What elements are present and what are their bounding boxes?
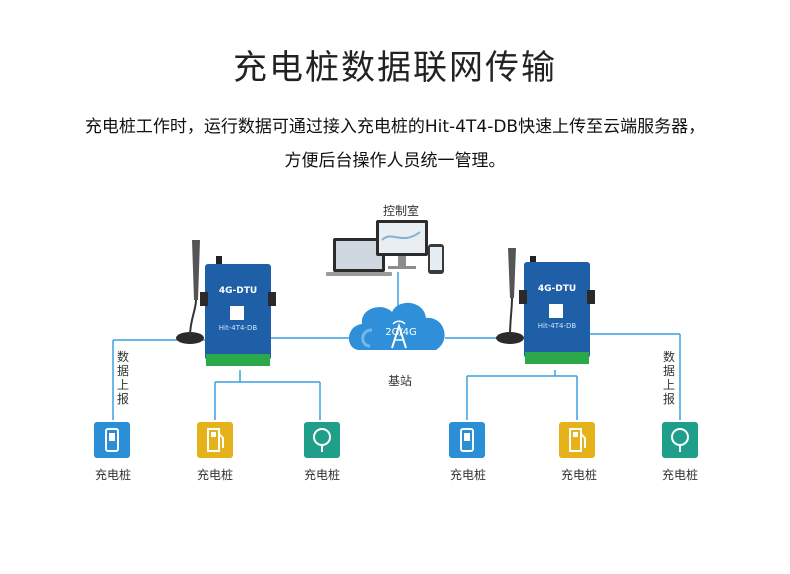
base-station-label: 基站	[387, 374, 412, 388]
pile-label-6: 充电桩	[661, 468, 698, 482]
dtu-device-left	[176, 240, 276, 366]
right-device-name: 4G-DTU	[537, 284, 577, 294]
right-device-model: Hit-4T4-DB	[537, 322, 577, 330]
pile-label-1: 充电桩	[94, 468, 131, 482]
bulb-pile-icon	[662, 422, 698, 458]
bulb-pile-icon	[304, 422, 340, 458]
report-char: 上	[662, 378, 675, 392]
phone-icon	[428, 244, 444, 274]
phone-pile-icon	[94, 422, 130, 458]
signal-tower-icon	[391, 320, 407, 349]
report-char: 据	[662, 364, 675, 378]
report-char: 数	[116, 350, 129, 364]
left-device-name: 4G-DTU	[218, 286, 258, 296]
report-char: 数	[662, 350, 675, 364]
laptop-icon	[326, 238, 392, 276]
fuel-pile-icon	[197, 422, 233, 458]
pile-label-5: 充电桩	[560, 468, 597, 482]
description-line-1: 充电桩工作时，运行数据可通过接入充电桩的Hit-4T4-DB快速上传至云端服务器…	[84, 117, 706, 137]
report-char: 据	[116, 364, 129, 378]
left-device-model: Hit-4T4-DB	[218, 324, 258, 332]
dtu-device-right	[496, 248, 595, 364]
pile-label-3: 充电桩	[303, 468, 340, 482]
cloud-icon	[348, 302, 445, 350]
description-line-2: 方便后台操作人员统一管理。	[284, 151, 506, 171]
report-char: 上	[116, 378, 129, 392]
report-label-right: 数 据 上 报	[662, 350, 676, 406]
fuel-pile-icon	[559, 422, 595, 458]
network-type-label: 2G/4G	[385, 327, 417, 338]
connection-lines	[112, 272, 681, 420]
charging-piles	[94, 422, 698, 458]
report-char: 报	[116, 392, 129, 406]
pile-label-4: 充电桩	[449, 468, 486, 482]
report-label-left: 数 据 上 报	[116, 350, 130, 406]
page-title: 充电桩数据联网传输	[233, 48, 557, 88]
monitor-icon	[376, 220, 428, 269]
phone-pile-icon	[449, 422, 485, 458]
report-char: 报	[662, 392, 675, 406]
control-room-label: 控制室	[382, 204, 419, 218]
pile-label-2: 充电桩	[196, 468, 233, 482]
